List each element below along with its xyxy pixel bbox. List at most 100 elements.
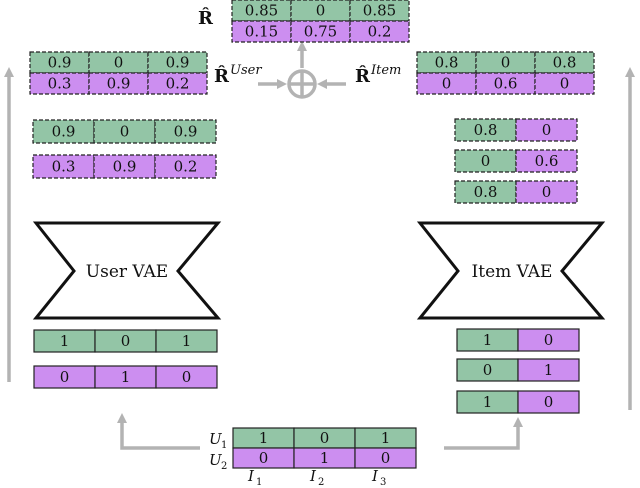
cell-value: 0.3: [48, 75, 72, 93]
item-output-top-r1-c2: 0: [475, 51, 536, 74]
cell-value: 0.8: [553, 54, 577, 72]
item-output-top-r1-c3: 0.8: [534, 51, 595, 74]
cell-value: 0: [121, 332, 131, 350]
item-input-r1-purple: 0: [517, 328, 580, 352]
item-input-r2-green: 0: [456, 358, 519, 382]
input-matrix-r1-c3: 1: [354, 427, 417, 449]
item-vae-output-r2-purple: 0.6: [515, 149, 578, 173]
svg-text:1: 1: [256, 477, 262, 488]
user-output-top-r1-c1: 0.9: [29, 51, 90, 74]
input-matrix-r2-c3: 0: [354, 447, 417, 469]
cell-value: 0: [542, 121, 552, 139]
user-input-r1-c2: 0: [94, 329, 157, 353]
user-input-r1-c1: 1: [33, 329, 96, 353]
item-input-r3-green: 1: [456, 390, 519, 414]
item-vae-block: Item VAE: [416, 221, 606, 320]
item-input-r2-purple: 1: [517, 358, 580, 382]
cell-value: 0.6: [535, 152, 559, 170]
cell-value: 0.8: [474, 121, 498, 139]
user-vae-block: User VAE: [32, 221, 222, 320]
user-vae-output-r1-c3: 0.9: [154, 119, 217, 144]
cell-value: 0.85: [245, 2, 278, 20]
cell-value: 0: [483, 361, 493, 379]
col-label-i1: I 1: [247, 467, 262, 488]
user-vae-output-r1-c1: 0.9: [32, 119, 95, 144]
cell-value: 0: [560, 75, 570, 93]
user-input-r2-c3: 0: [155, 365, 218, 389]
cell-value: 0.2: [174, 158, 198, 176]
item-vae-output-r1-purple: 0: [515, 118, 578, 142]
svg-text:I: I: [247, 467, 255, 485]
svg-text:User: User: [230, 63, 262, 78]
cell-value: 0.8: [474, 183, 498, 201]
cell-value: 0.9: [166, 54, 190, 72]
svg-text:Item: Item: [370, 63, 401, 78]
cell-value: 0.9: [48, 54, 72, 72]
cell-value: 0.9: [113, 158, 137, 176]
user-vae-output-r2-c3: 0.2: [154, 154, 217, 179]
cell-value: 0.3: [52, 158, 76, 176]
cell-value: 0.9: [52, 123, 76, 141]
cell-value: 0: [120, 123, 130, 141]
svg-text:R̂: R̂: [355, 65, 371, 87]
svg-text:3: 3: [380, 477, 386, 488]
cell-value: 1: [544, 361, 554, 379]
final-matrix-r2-c3: 0.2: [349, 20, 410, 43]
item-vae-label: Item VAE: [472, 262, 553, 282]
svg-text:U: U: [209, 451, 223, 469]
item-input-r3-purple: 0: [517, 390, 580, 414]
row-label-u2: U 2: [209, 451, 227, 472]
cell-value: 1: [483, 331, 493, 349]
svg-text:R̂: R̂: [214, 65, 230, 87]
cell-value: 0.2: [166, 75, 190, 93]
item-output-top: 0.8 0 0.8 0 0.6 0: [416, 51, 595, 95]
input-to-user-arrow: [117, 413, 200, 450]
cell-value: 0: [442, 75, 452, 93]
user-input-r2-c2: 1: [94, 365, 157, 389]
svg-text:2: 2: [221, 461, 227, 472]
final-matrix-r2-c2: 0.75: [290, 20, 351, 43]
cell-value: 0: [481, 152, 491, 170]
cell-value: 0: [501, 54, 511, 72]
svg-text:U: U: [209, 430, 223, 448]
svg-text:1: 1: [221, 440, 227, 451]
cell-value: 0: [542, 183, 552, 201]
cell-value: 1: [259, 429, 269, 447]
cell-value: 0.8: [435, 54, 459, 72]
cell-value: 1: [320, 449, 330, 467]
svg-text:I: I: [309, 467, 317, 485]
cell-value: 0: [544, 393, 554, 411]
cell-value: 0.75: [304, 23, 337, 41]
cell-value: 0: [320, 429, 330, 447]
svg-text:I: I: [371, 467, 379, 485]
final-label: R̂: [198, 7, 214, 29]
cell-value: 1: [483, 393, 493, 411]
user-output-top-r1-c3: 0.9: [147, 51, 208, 74]
arrows: [4, 41, 635, 450]
svg-text:2: 2: [318, 477, 324, 488]
cell-value: 0.85: [363, 2, 396, 20]
user-output-top-r2-c2: 0.9: [88, 72, 149, 95]
cell-value: 1: [121, 368, 131, 386]
user-vae-output-r1-c2: 0: [93, 119, 156, 144]
cell-value: 0.9: [174, 123, 198, 141]
input-matrix-r1-c1: 1: [232, 427, 295, 449]
cell-value: 0: [381, 449, 391, 467]
item-output-top-r2-c3: 0: [534, 72, 595, 95]
cell-value: 0: [60, 368, 70, 386]
item-vae-output: 0.8 0 0 0.6 0.8 0: [454, 118, 578, 204]
item-vae-output-r3-green: 0.8: [454, 180, 517, 204]
cell-value: 0: [182, 368, 192, 386]
input-matrix-r2-c1: 0: [232, 447, 295, 469]
cell-value: 0: [259, 449, 269, 467]
item-vae-output-r1-green: 0.8: [454, 118, 517, 142]
cell-value: 0.6: [494, 75, 518, 93]
cell-value: 0: [114, 54, 124, 72]
item-result-label: R̂ Item: [355, 63, 401, 87]
user-output-top-r2-c1: 0.3: [29, 72, 90, 95]
